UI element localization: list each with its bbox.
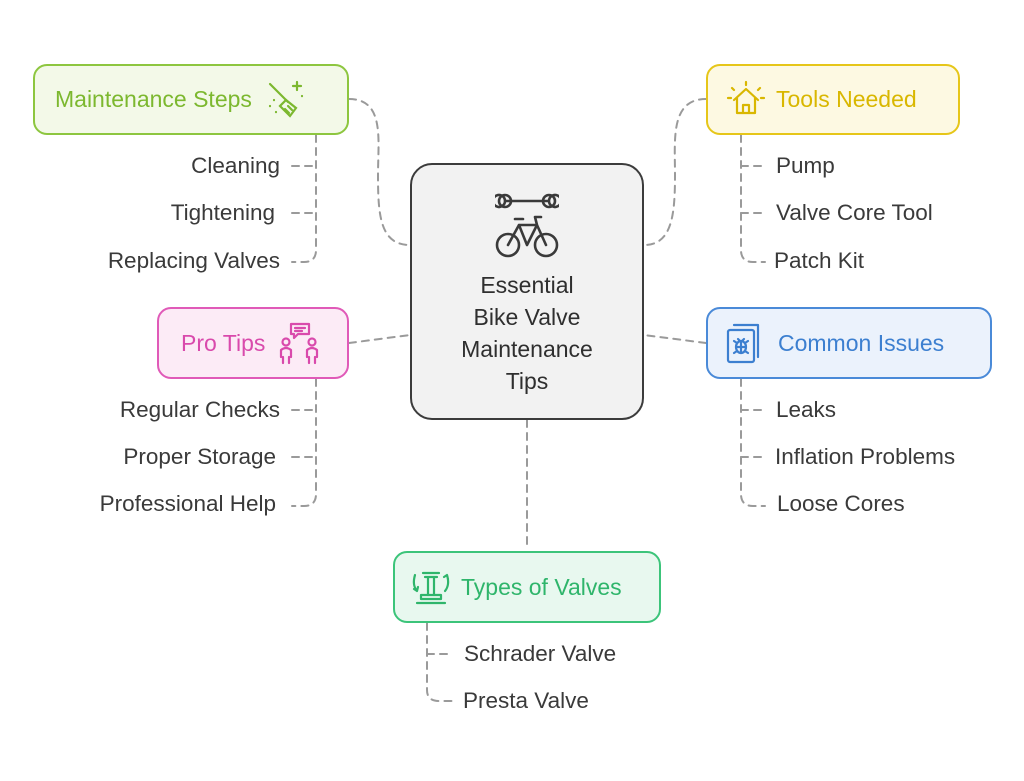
item-tightening: Tightening — [170, 200, 275, 225]
connector-maintenance-steps — [348, 98, 411, 246]
house-icon — [726, 80, 766, 120]
central-title-line-2: Bike Valve — [473, 304, 581, 330]
branch-title-types-of-valves: Types of Valves — [461, 573, 622, 600]
item-cleaning: Cleaning — [191, 153, 280, 178]
branch-tools-needed[interactable]: Tools Needed — [706, 64, 960, 135]
item-valve-core-tool: Valve Core Tool — [776, 200, 933, 225]
item-patch-kit: Patch Kit — [774, 248, 865, 273]
item-regular-checks: Regular Checks — [119, 397, 280, 422]
item-inflation-problems: Inflation Problems — [775, 444, 956, 469]
branch-title-pro-tips: Pro Tips — [181, 329, 266, 356]
children-line-protips — [291, 378, 317, 507]
item-professional-help: Professional Help — [99, 491, 276, 516]
children-line-maintenance — [291, 134, 317, 263]
item-proper-storage: Proper Storage — [123, 444, 276, 469]
central-topic-title: Essential Bike Valve Maintenance Tips — [461, 269, 593, 397]
central-title-line-4: Tips — [505, 368, 549, 394]
item-loose-cores: Loose Cores — [777, 491, 905, 516]
broom-sparkle-icon — [264, 78, 308, 122]
branch-title-maintenance-steps: Maintenance Steps — [55, 86, 252, 112]
connector-pro-tips — [348, 334, 411, 344]
item-pump: Pump — [776, 153, 835, 178]
wrench-bicycle-icon — [495, 193, 559, 258]
central-title-line-3: Maintenance — [461, 336, 593, 362]
connector-tools-needed — [643, 98, 707, 246]
item-presta-valve: Presta Valve — [463, 688, 589, 713]
branch-maintenance-steps[interactable]: Maintenance Steps — [33, 64, 349, 135]
valve-rotate-icon — [409, 565, 453, 609]
children-line-issues — [740, 378, 766, 507]
branch-common-issues[interactable]: Common Issues — [706, 307, 992, 379]
branch-types-of-valves[interactable]: Types of Valves — [393, 551, 661, 623]
people-chat-icon — [277, 321, 321, 365]
children-line-tools — [740, 134, 766, 263]
branch-title-common-issues: Common Issues — [778, 329, 945, 356]
connector-common-issues — [643, 334, 707, 344]
item-schrader-valve: Schrader Valve — [464, 641, 617, 666]
item-leaks: Leaks — [776, 397, 837, 422]
central-title-line-1: Essential — [480, 272, 574, 298]
children-line-valves — [426, 622, 453, 702]
central-topic-node[interactable]: Essential Bike Valve Maintenance Tips — [410, 163, 644, 420]
item-replacing-valves: Replacing Valves — [107, 248, 280, 273]
branch-pro-tips[interactable]: Pro Tips — [157, 307, 349, 379]
bug-document-icon — [724, 321, 764, 365]
branch-title-tools-needed: Tools Needed — [776, 86, 917, 112]
